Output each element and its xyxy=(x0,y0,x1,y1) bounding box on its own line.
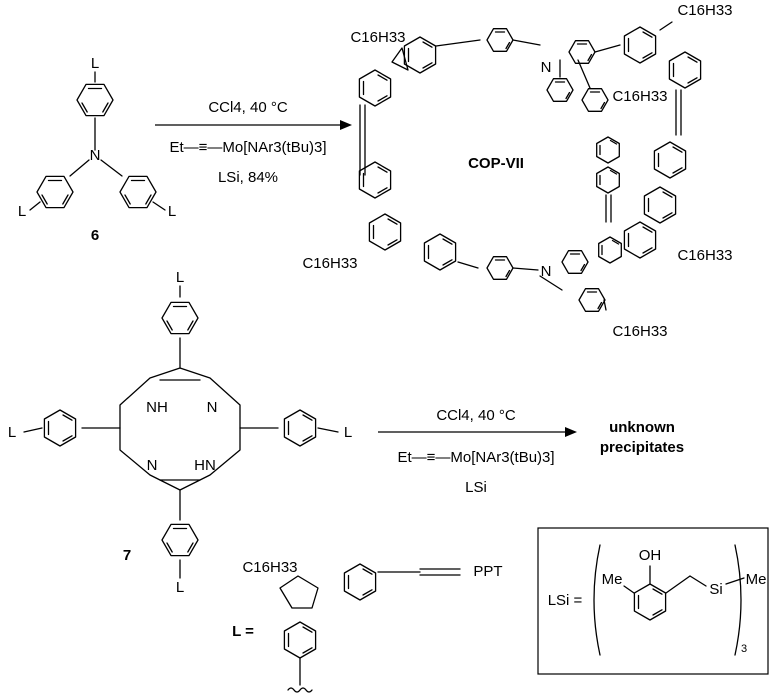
chain-label: C16H33 xyxy=(350,29,405,46)
compound-6-structure xyxy=(29,71,166,211)
chain-label: C16H33 xyxy=(677,2,732,19)
ligand-L-structure xyxy=(279,563,461,693)
reaction1-catalyst: Et—≡—Mo[NAr3(tBu)3] xyxy=(169,139,326,156)
silicon-label: Si xyxy=(709,581,722,598)
arrowhead-1 xyxy=(340,120,352,130)
compound-6-label: 6 xyxy=(91,227,99,244)
arrowhead-2 xyxy=(565,427,577,437)
chain-label: C16H33 xyxy=(612,88,667,105)
atom-L: L xyxy=(344,424,352,441)
atom-N: N xyxy=(147,457,158,474)
atom-N: N xyxy=(90,147,101,164)
chain-label: C16H33 xyxy=(612,323,667,340)
legend-L-label: L = xyxy=(232,623,254,640)
lsi-definition-box xyxy=(537,527,769,675)
cop-vii-cage-structure xyxy=(358,21,702,312)
methyl-right-label: Me xyxy=(746,571,767,588)
repeat-count-subscript: 3 xyxy=(741,643,747,655)
atom-L: L xyxy=(18,203,26,220)
atom-L: L xyxy=(168,203,176,220)
atom-NH: NH xyxy=(146,399,168,416)
atom-L: L xyxy=(91,55,99,72)
methyl-left-label: Me xyxy=(602,571,623,588)
product-cop-vii-label: COP-VII xyxy=(468,155,524,172)
lsi-label: LSi = xyxy=(548,592,583,609)
reaction1-conditions-bottom: LSi, 84% xyxy=(218,169,278,186)
chain-label: C16H33 xyxy=(677,247,732,264)
atom-HN: HN xyxy=(194,457,216,474)
atom-L: L xyxy=(176,269,184,286)
reaction2-catalyst: Et—≡—Mo[NAr3(tBu)3] xyxy=(397,449,554,466)
reaction2-conditions-bottom: LSi xyxy=(465,479,487,496)
product-unknown-line1: unknown xyxy=(609,419,675,436)
lsi-ligand-structure xyxy=(593,544,745,656)
atom-L: L xyxy=(176,579,184,596)
chain-label: C16H33 xyxy=(302,255,357,272)
product-unknown-line2: precipitates xyxy=(600,439,684,456)
atom-N: N xyxy=(207,399,218,416)
reaction2-conditions-top: CCl4, 40 °C xyxy=(436,407,516,424)
compound-7-structure xyxy=(23,285,339,579)
atom-N: N xyxy=(541,263,552,280)
chain-label: C16H33 xyxy=(242,559,297,576)
compound-7-label: 7 xyxy=(123,547,131,564)
atom-L: L xyxy=(8,424,16,441)
atom-N: N xyxy=(541,59,552,76)
reaction1-conditions-top: CCl4, 40 °C xyxy=(208,99,288,116)
ppt-group-label: PPT xyxy=(473,563,502,580)
hydroxyl-label: OH xyxy=(639,547,662,564)
